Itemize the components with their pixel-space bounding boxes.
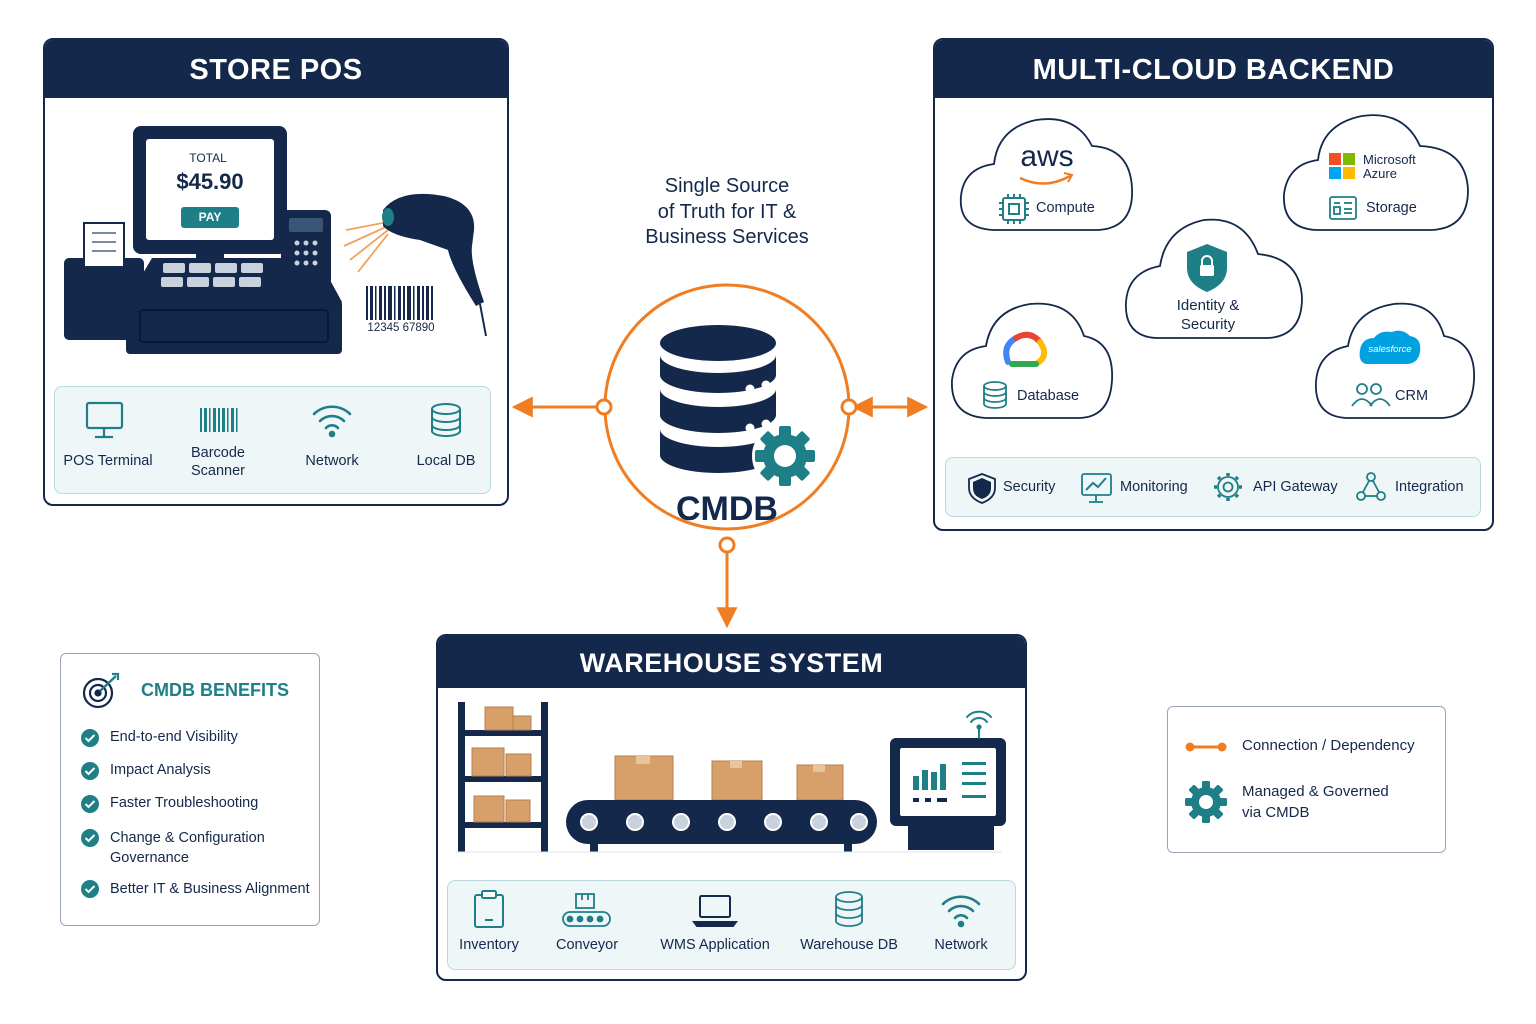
database-icon: [983, 381, 1007, 409]
warehouse-component-label: WMS Application: [660, 937, 770, 953]
check-circle-icon: [81, 795, 99, 813]
identity-security-label: Identity & Security: [1150, 296, 1266, 334]
database-icon: [431, 403, 461, 437]
tagline-line: Business Services: [645, 226, 809, 248]
wifi-icon: [966, 710, 992, 739]
monitoring-icon: [1081, 473, 1112, 503]
wifi-icon: [941, 895, 981, 928]
cloud-service-label: Database: [1017, 388, 1080, 404]
shield-lock-icon: [1187, 244, 1227, 292]
provider-line: Microsoft: [1363, 152, 1416, 167]
pos-screen-pay-button: PAY: [198, 210, 222, 224]
storage-icon: [1329, 196, 1357, 220]
wifi-icon: [312, 405, 352, 438]
monitor-icon: [85, 401, 124, 439]
gear-icon: [1214, 473, 1242, 501]
warehouse-component-label: Warehouse DB: [800, 937, 898, 953]
identity-line: Security: [1180, 316, 1236, 333]
cmdb-label: CMDB: [676, 490, 778, 528]
benefit-item: Faster Troubleshooting: [110, 795, 259, 811]
cloud-service-label: Compute: [1036, 200, 1095, 216]
port-right: [840, 398, 858, 416]
clipboard-icon: [474, 890, 504, 928]
capability-label: Security: [1003, 479, 1056, 495]
benefits-box: [60, 653, 320, 926]
benefit-item: Better IT & Business Alignment: [110, 881, 310, 897]
salesforce-logo-icon: [1359, 330, 1421, 364]
capability-label: Monitoring: [1120, 479, 1188, 495]
gear-icon: [1185, 781, 1227, 823]
pos-component-label: Network: [305, 453, 359, 469]
pos-component-label: Barcode Scanner: [190, 445, 245, 479]
identity-line: Identity &: [1176, 297, 1240, 314]
legend-label: Connection / Dependency: [1242, 737, 1415, 754]
pos-component-label: Local DB: [416, 453, 476, 469]
connector-icon: [1185, 742, 1227, 752]
port-left: [595, 398, 613, 416]
cloud-capabilities-strip: [945, 457, 1481, 517]
tagline-line: Single Source: [664, 175, 790, 197]
gear-icon: [752, 423, 818, 489]
legend-box: [1167, 706, 1446, 853]
shield-icon: [968, 473, 996, 504]
check-circle-icon: [81, 880, 99, 898]
azure-provider-label: Microsoft Azure: [1363, 153, 1416, 181]
microsoft-logo-icon: [1329, 153, 1355, 179]
port-bottom: [718, 536, 736, 554]
chip-icon: [999, 194, 1029, 224]
database-icon: [835, 891, 863, 927]
legend-label: Managed & Governed via CMDB: [1242, 783, 1389, 821]
benefits-title: CMDB BENEFITS: [141, 680, 289, 700]
aws-logo-smile: [1019, 174, 1071, 185]
benefit-item: Impact Analysis: [110, 762, 211, 778]
salesforce-logo-text: salesforce: [1368, 344, 1412, 355]
warehouse-component-label: Conveyor: [555, 937, 619, 953]
integration-icon: [1356, 472, 1386, 501]
panel-title: MULTI-CLOUD BACKEND: [935, 40, 1492, 98]
center-tagline: Single Source of Truth for IT & Business…: [600, 174, 854, 251]
cloud-service-label: CRM: [1395, 388, 1429, 404]
pos-component-label: POS Terminal: [63, 453, 153, 469]
database-icon: [660, 325, 776, 473]
benefit-item: Change & Configuration Governance: [110, 830, 265, 866]
capability-label: API Gateway: [1253, 479, 1338, 495]
laptop-icon: [692, 895, 738, 927]
benefit-item: End-to-end Visibility: [110, 729, 238, 745]
panel-title: STORE POS: [45, 40, 507, 98]
check-circle-icon: [81, 829, 99, 847]
capability-label: Integration: [1395, 479, 1464, 495]
warehouse-component-label: Inventory: [459, 937, 519, 953]
barcode-icon: [200, 408, 238, 432]
aws-logo: aws: [1020, 140, 1074, 173]
check-circle-icon: [81, 762, 99, 780]
pos-screen-total-label: TOTAL: [189, 151, 227, 165]
pos-screen-amount: $45.90: [176, 169, 244, 194]
barcode-number: 12345 67890: [367, 322, 435, 334]
cloud-service-label: Storage: [1366, 200, 1417, 216]
users-icon: [1351, 383, 1391, 407]
panel-title: WAREHOUSE SYSTEM: [438, 636, 1025, 688]
provider-line: Azure: [1363, 166, 1397, 181]
tagline-line: of Truth for IT &: [657, 200, 797, 223]
warehouse-component-label: Network: [934, 937, 988, 953]
check-circle-icon: [81, 729, 99, 747]
pos-components-strip: [54, 386, 491, 494]
target-icon: [82, 672, 120, 709]
google-cloud-logo-icon: [1003, 331, 1048, 367]
conveyor-icon: [562, 893, 611, 927]
